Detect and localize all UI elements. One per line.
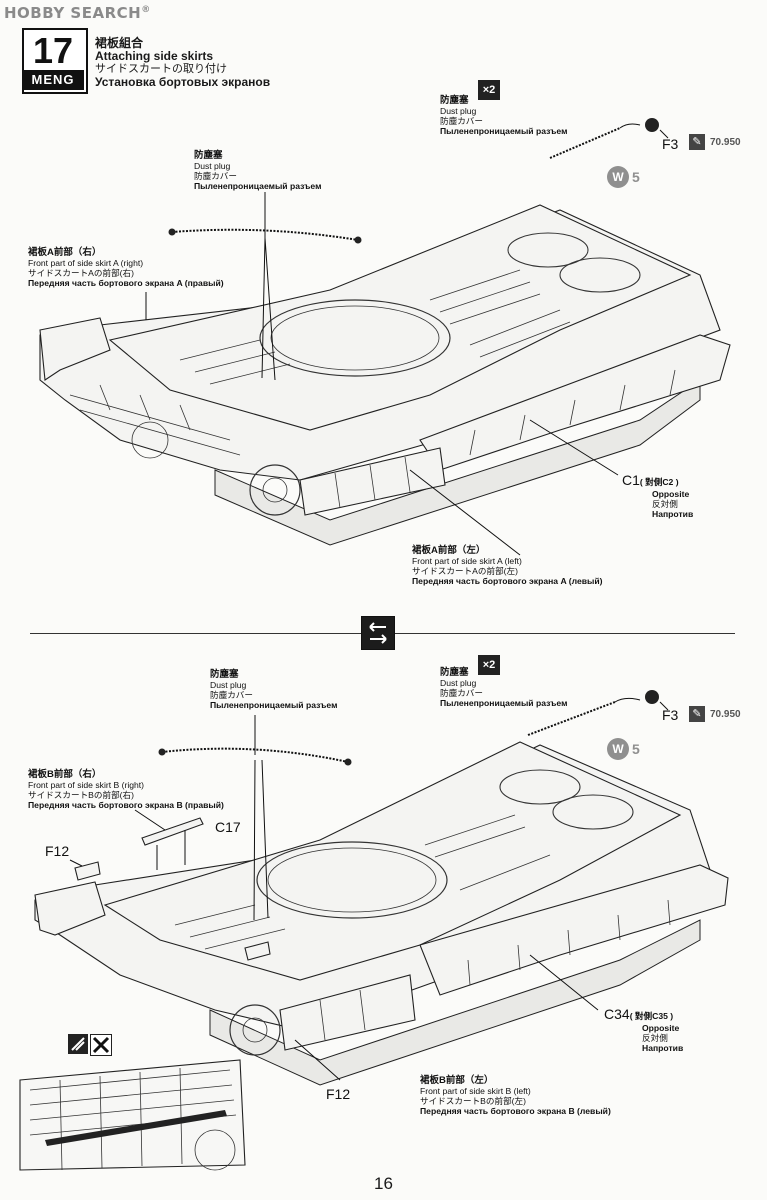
part-c1-callout: C1( 對側C2 ) Opposite 反対側 Напротив bbox=[622, 472, 694, 519]
brush-icon: ✎ bbox=[689, 134, 705, 150]
quantity-badge-top: ×2 bbox=[478, 80, 500, 100]
part-c34-callout: C34( 對側C35 ) Opposite 反対側 Напротив bbox=[604, 1006, 684, 1053]
part-f12-a: F12 bbox=[45, 843, 70, 859]
title-zh: 裙板組合 bbox=[95, 36, 144, 50]
part-c17: C17 bbox=[215, 819, 241, 835]
part-f3-top: F3 bbox=[662, 136, 679, 152]
w-marker-icon: W bbox=[607, 166, 629, 188]
brand-logo: MENG bbox=[22, 70, 84, 90]
watermark: HOBBY SEARCH® bbox=[4, 4, 151, 22]
skirt-a-right-label: 裙板A前部（右） Front part of side skirt A (rig… bbox=[28, 247, 224, 289]
skirt-a-left-label: 裙板A前部（左） Front part of side skirt A (lef… bbox=[412, 545, 603, 587]
callout-lines-bottom bbox=[69, 690, 669, 1081]
w-number-bottom: 5 bbox=[632, 741, 640, 757]
do-not-glue-icon bbox=[90, 1034, 112, 1056]
title-jp: サイドスカートの取り付け bbox=[95, 63, 227, 75]
dust-plug-label-bottom-a: 防塵塞 Dust plug 防塵カバー Пыленепроницаемый ра… bbox=[210, 669, 338, 711]
dust-plug-label-top-a: 防塵塞 Dust plug 防塵カバー Пыленепроницаемый ра… bbox=[194, 150, 322, 192]
title-en: Attaching side skirts bbox=[95, 49, 214, 63]
dust-plug-label-bottom-b: 防塵塞 Dust plug 防塵カバー Пыленепроницаемый ра… bbox=[440, 667, 568, 709]
part-f12-b: F12 bbox=[326, 1086, 351, 1102]
brush-icon: ✎ bbox=[689, 706, 705, 722]
part-f3-bottom: F3 bbox=[662, 707, 679, 723]
callout-lines-top bbox=[145, 118, 669, 556]
flip-side-icon bbox=[361, 616, 395, 650]
quantity-badge-bottom: ×2 bbox=[478, 655, 500, 675]
paint-code-bottom: 70.950 bbox=[710, 709, 741, 720]
tank-hull-bottom bbox=[34, 741, 729, 1086]
inset-detail bbox=[19, 1059, 246, 1171]
step-title: 裙板組合 Attaching side skirts サイドスカートの取り付け … bbox=[95, 37, 270, 89]
tank-hull-top bbox=[39, 204, 731, 546]
dust-plug-label-top-b: 防塵塞 Dust plug 防塵カバー Пыленепроницаемый ра… bbox=[440, 95, 568, 137]
w-number-top: 5 bbox=[632, 169, 640, 185]
glue-icon bbox=[68, 1034, 88, 1054]
paint-code-top: 70.950 bbox=[710, 137, 741, 148]
w-marker-icon: W bbox=[607, 738, 629, 760]
skirt-b-left-label: 裙板B前部（左） Front part of side skirt B (lef… bbox=[420, 1075, 611, 1117]
step-number: 17 bbox=[32, 30, 74, 71]
title-ru: Установка бортовых экранов bbox=[95, 75, 271, 89]
page-number: 16 bbox=[374, 1174, 393, 1193]
skirt-b-right-label: 裙板B前部（右） Front part of side skirt B (rig… bbox=[28, 769, 224, 811]
